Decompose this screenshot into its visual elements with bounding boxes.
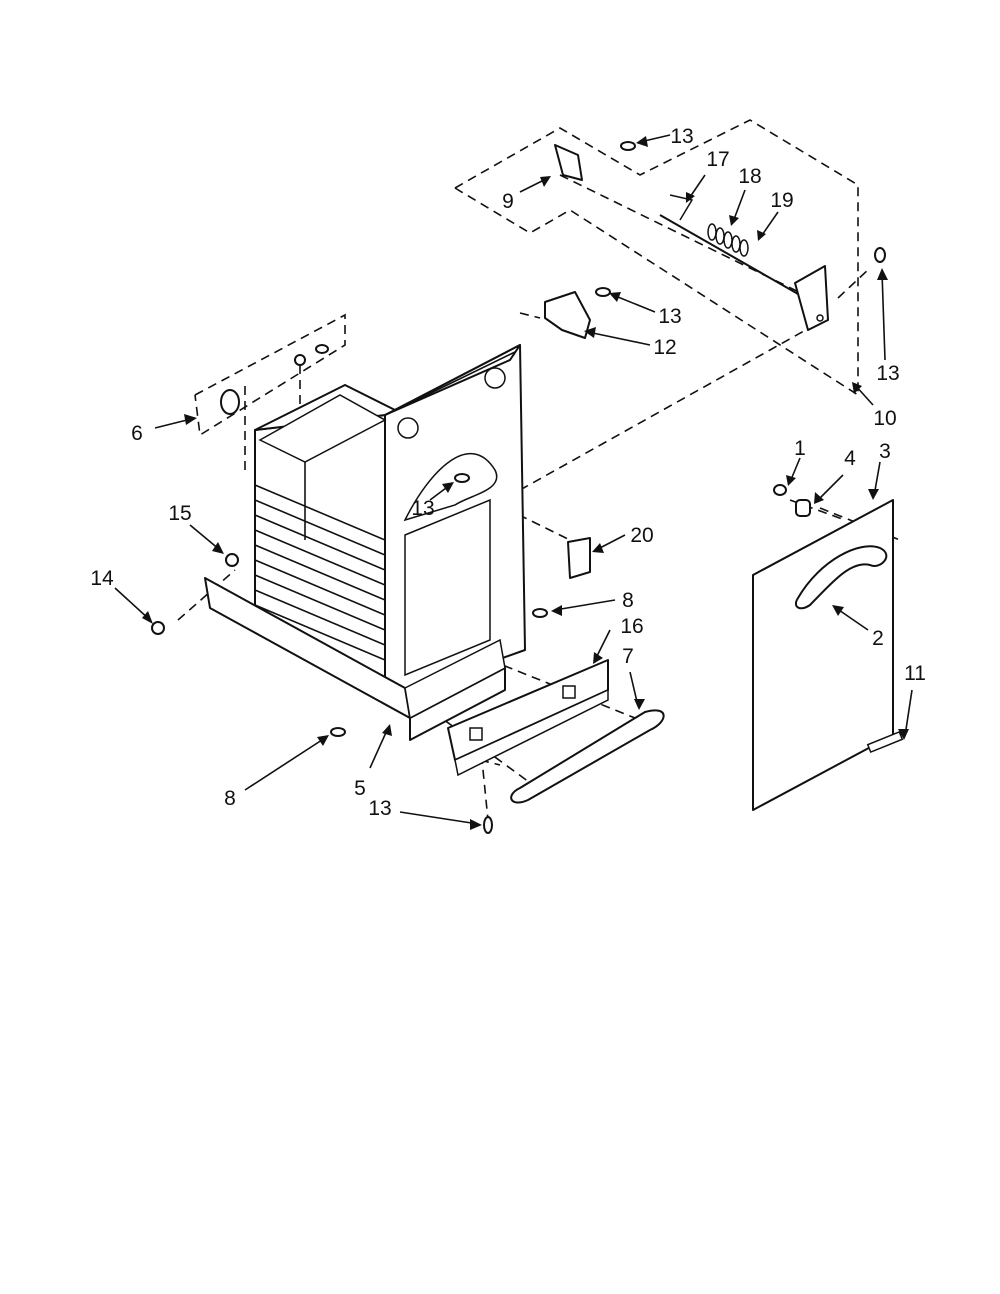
base-channel-part xyxy=(204,577,506,741)
callout-c6: 6 xyxy=(131,422,143,445)
callout-c17: 17 xyxy=(706,148,729,171)
handle-bar-part xyxy=(510,709,665,804)
callout-c13c: 13 xyxy=(876,362,899,385)
hinge-rod-assembly xyxy=(659,194,829,331)
callout-c13d: 13 xyxy=(411,497,434,520)
callout-c16: 16 xyxy=(620,615,643,638)
callout-c20: 20 xyxy=(630,524,653,547)
fasteners xyxy=(151,141,886,834)
upper-hinge-bracket-part xyxy=(544,291,591,339)
callout-c13b: 13 xyxy=(658,305,681,328)
callout-c8a: 8 xyxy=(622,589,634,612)
kick-plate-part xyxy=(447,659,609,777)
callout-labels: 1 2 3 4 5 6 7 8 8 9 10 11 12 13 13 13 13… xyxy=(90,125,926,820)
callout-c15: 15 xyxy=(168,502,191,525)
callout-c12: 12 xyxy=(653,336,676,359)
callout-c4: 4 xyxy=(844,447,856,470)
callout-c5: 5 xyxy=(354,777,366,800)
callout-c18: 18 xyxy=(738,165,761,188)
door-panel-part xyxy=(752,499,904,811)
callout-c9: 9 xyxy=(502,190,514,213)
callout-c19: 19 xyxy=(770,189,793,212)
callout-c1: 1 xyxy=(794,437,806,460)
door-stop-bracket-part xyxy=(567,537,591,579)
callout-c13e: 13 xyxy=(368,797,391,820)
callout-c3: 3 xyxy=(879,440,891,463)
hinge-bracket-part xyxy=(554,144,583,181)
callout-c7: 7 xyxy=(622,645,634,668)
callout-c11: 11 xyxy=(904,662,926,685)
spring-coils xyxy=(707,223,749,257)
callout-c2: 2 xyxy=(872,627,884,650)
callout-c10: 10 xyxy=(873,407,896,430)
callout-c8b: 8 xyxy=(224,787,236,810)
callout-c14: 14 xyxy=(90,567,114,590)
arrowheads xyxy=(142,136,909,830)
callout-c13a: 13 xyxy=(670,125,693,148)
cabinet-side-ribs xyxy=(254,484,386,661)
